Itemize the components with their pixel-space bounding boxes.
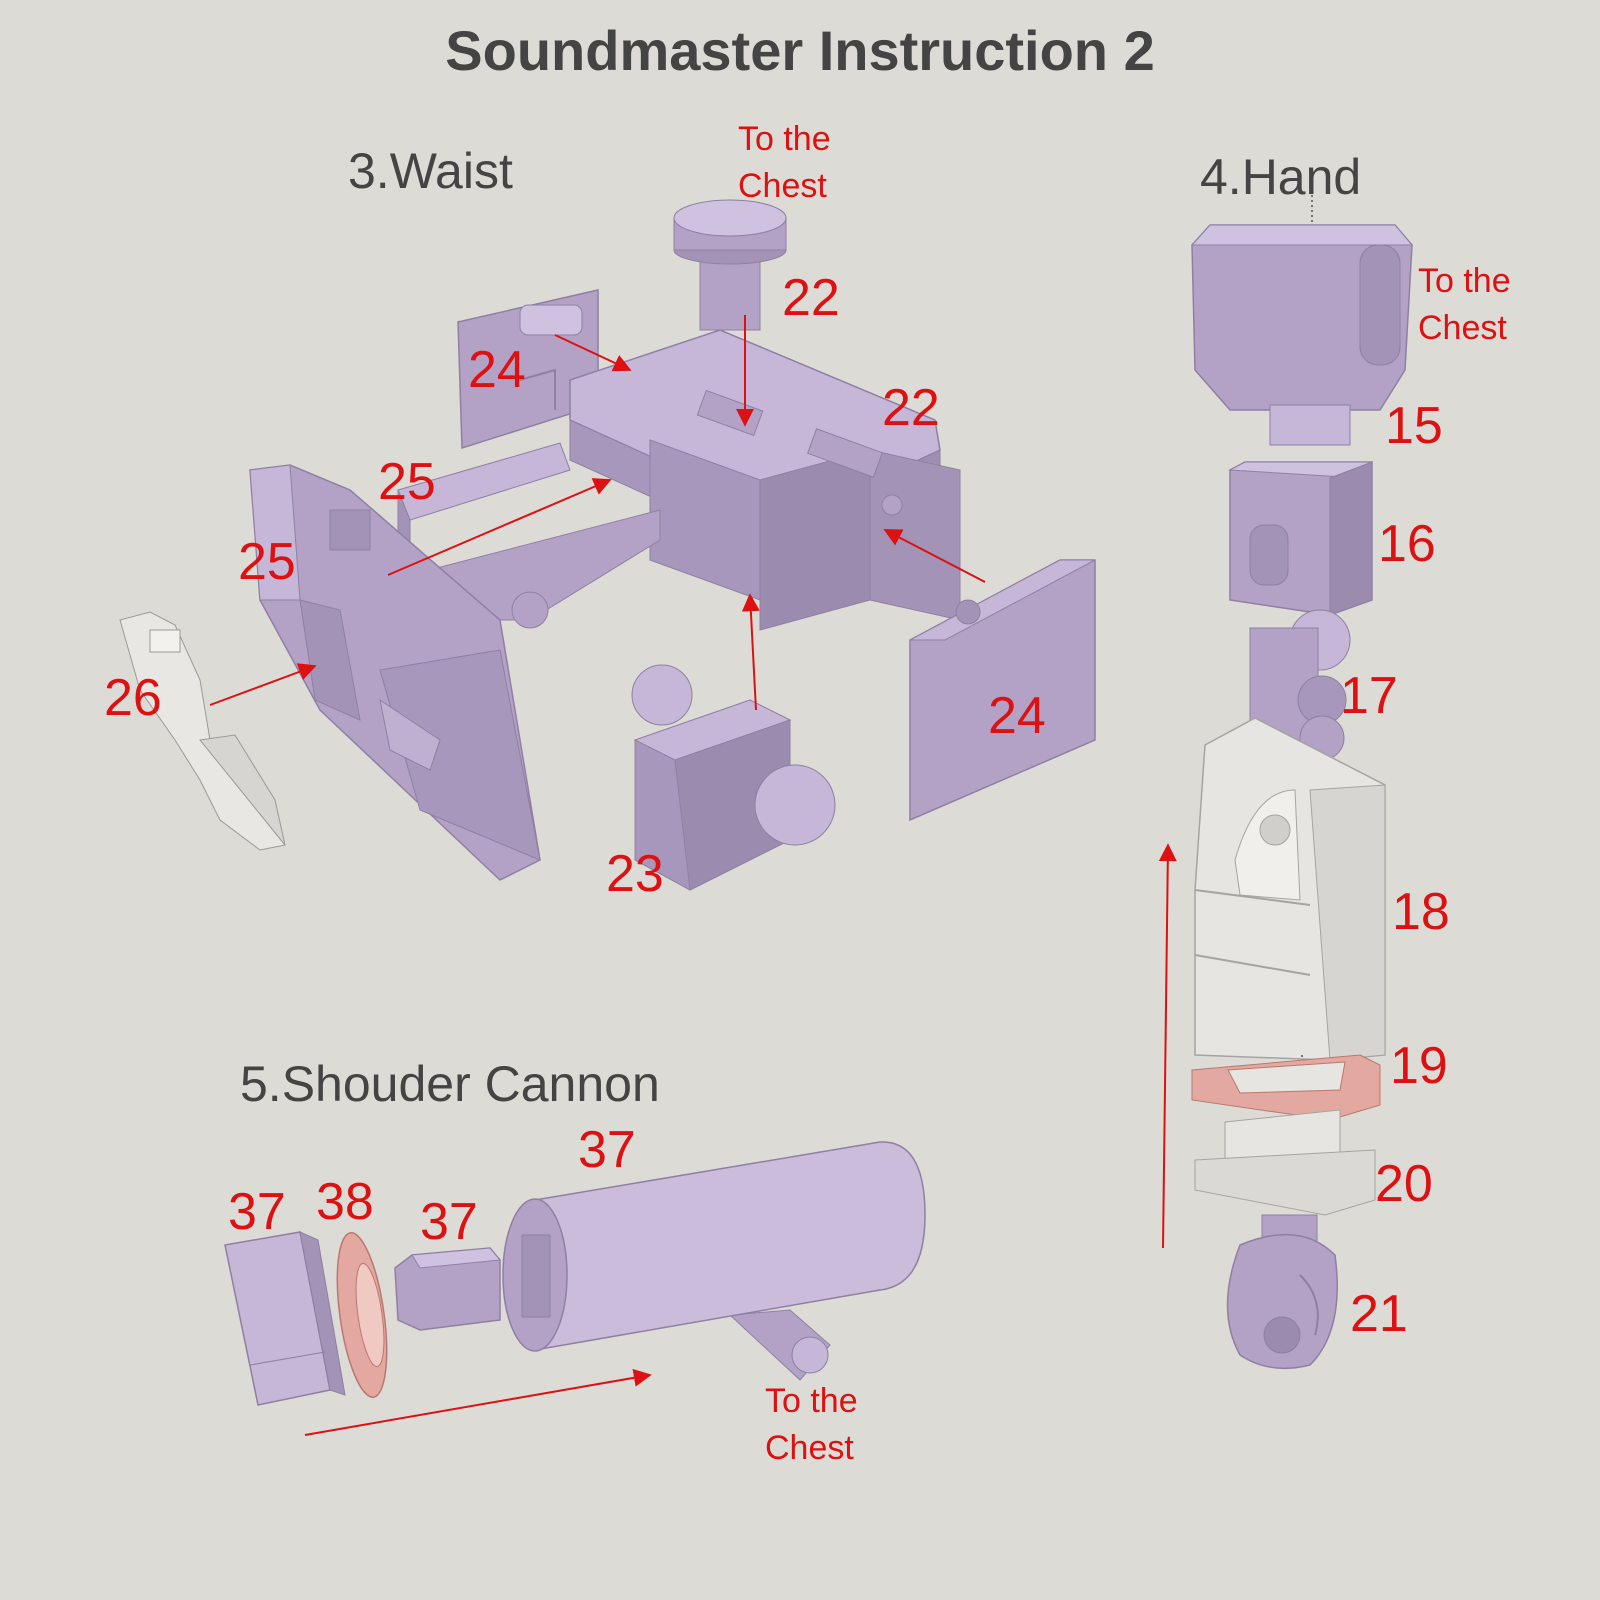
- cannon-part-38-ring: [336, 1232, 388, 1398]
- note-line: To the: [765, 1382, 858, 1420]
- hand-part-21: [1226, 1214, 1338, 1370]
- waist-part-23: [631, 664, 836, 891]
- waist-part-25-plate: [249, 464, 541, 881]
- part-label: 19: [1390, 1037, 1448, 1095]
- part-label: 17: [1340, 667, 1398, 725]
- note-line: To the: [738, 120, 831, 158]
- part-label: 26: [104, 669, 162, 727]
- hand-heading: 4.Hand: [1200, 149, 1362, 205]
- hand-part-20: [1194, 1109, 1376, 1216]
- note-line: Chest: [1418, 309, 1507, 347]
- note-line: To the: [1418, 262, 1511, 300]
- part-label: 21: [1350, 1285, 1408, 1343]
- part-label: 15: [1385, 397, 1443, 455]
- part-label: 22: [782, 269, 840, 327]
- part-label: 24: [988, 687, 1046, 745]
- cannon-note: To the Chest: [765, 1378, 858, 1472]
- cannon-part-37-block: [394, 1247, 501, 1331]
- hand-part-18: [1194, 717, 1386, 1061]
- part-label: 25: [378, 453, 436, 511]
- part-label: 20: [1375, 1155, 1433, 1213]
- waist-part-26: [119, 611, 286, 851]
- part-label: 16: [1378, 515, 1436, 573]
- part-label: 37: [420, 1193, 478, 1251]
- cannon-heading: 5.Shouder Cannon: [240, 1056, 660, 1112]
- page-title: Soundmaster Instruction 2: [445, 19, 1155, 82]
- waist-part-25-bar: [397, 442, 661, 629]
- hand-part-15: [1190, 224, 1414, 446]
- waist-part-22-peg: [673, 199, 787, 331]
- cannon-part-37-barrel: [502, 1141, 926, 1381]
- part-label: 37: [228, 1183, 286, 1241]
- part-label: 37: [578, 1121, 636, 1179]
- hand-part-19: [1191, 1054, 1381, 1121]
- waist-part-22-frame: [569, 329, 961, 631]
- part-label: 18: [1392, 883, 1450, 941]
- part-label: 38: [316, 1173, 374, 1231]
- waist-part-24-right: [909, 559, 1096, 822]
- cannon-part-37-ring: [224, 1231, 346, 1406]
- waist-note: To the Chest: [738, 116, 831, 210]
- part-label: 23: [606, 845, 664, 903]
- waist-heading: 3.Waist: [348, 143, 513, 199]
- part-label: 22: [882, 379, 940, 437]
- part-label: 25: [238, 533, 296, 591]
- hand-part-16: [1228, 461, 1373, 616]
- note-line: Chest: [738, 167, 827, 205]
- hand-note: To the Chest: [1418, 258, 1511, 352]
- part-label: 24: [468, 341, 526, 399]
- note-line: Chest: [765, 1429, 854, 1467]
